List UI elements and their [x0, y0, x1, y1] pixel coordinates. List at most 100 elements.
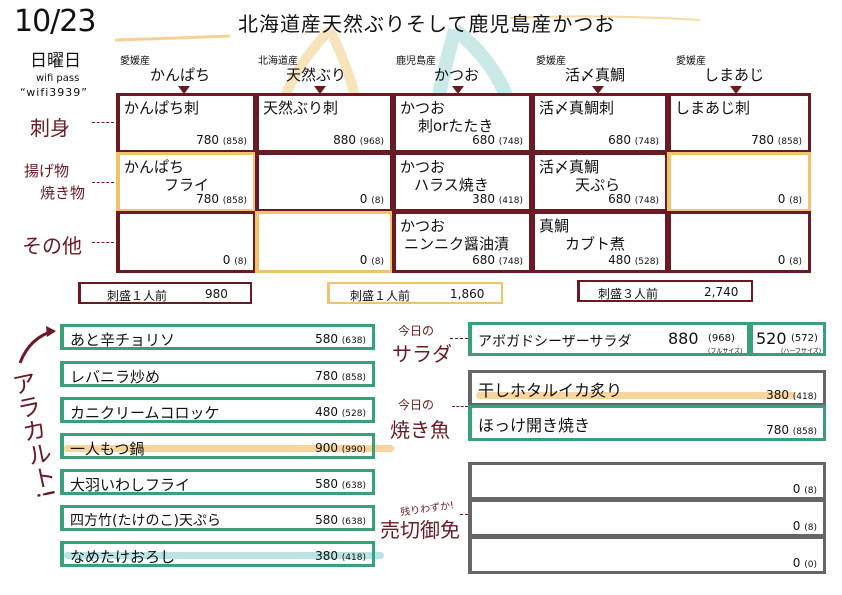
fish-name: かんぱち: [150, 66, 211, 84]
item-name: ほっけ開き焼き: [478, 416, 591, 435]
cell-name: 真鯛: [539, 217, 570, 235]
cell-price: 480 (528): [608, 253, 659, 267]
item-name: 一人もつ鍋: [70, 440, 145, 458]
arrow-icon: [18, 326, 56, 364]
pin-icon: [314, 86, 326, 94]
menu-cell: 0 (8): [255, 211, 393, 273]
menu-cell: 0 (8): [667, 152, 811, 212]
menu-cell: かんぱち刺 780 (858): [116, 93, 256, 153]
row-arrow: [92, 182, 114, 183]
grill-label: 焼き魚: [390, 418, 450, 442]
menu-cell: 0 (8): [116, 211, 256, 273]
alacarte-item: あと辛チョリソ 580 (638): [60, 324, 375, 350]
origin-label: 北海道産: [258, 56, 298, 67]
cell-price: 780 (858): [196, 133, 247, 147]
weekday: 日曜日: [30, 51, 81, 71]
page-title: 北海道産天然ぶりそして鹿児島産かつお: [238, 12, 616, 36]
item-name: カニクリームコロッケ: [70, 404, 220, 422]
fish-name: かつお: [434, 66, 480, 84]
item-name: 干しホタルイカ炙り: [478, 381, 623, 400]
fish-name: 天然ぶり: [286, 66, 347, 84]
cell-name-2: カブト煮: [565, 235, 626, 253]
menu-cell: 0 (8): [667, 211, 811, 273]
item-price: 380 (418): [766, 388, 817, 402]
row-arrow: [450, 338, 468, 339]
soldout-item: 0 (8): [468, 499, 826, 537]
alacarte-item: レバニラ炒め 780 (858): [60, 361, 375, 387]
item-price: 0 (8): [792, 482, 817, 496]
soldout-label: 売切御免: [380, 518, 460, 542]
pin-icon: [178, 86, 190, 94]
pin-icon: [592, 86, 604, 94]
origin-label: 愛媛産: [536, 56, 566, 67]
platter-label: 刺盛３人前: [598, 287, 659, 301]
cell-name: かつお: [400, 158, 446, 176]
platter-1: 刺盛１人前 980: [78, 282, 252, 304]
item-price: 580 (638): [315, 332, 366, 346]
salad-label-small: 今日の: [398, 324, 435, 338]
soldout-item: 0 (0): [468, 536, 826, 574]
cell-name: 天然ぶり刺: [263, 99, 339, 117]
platter-label: 刺盛１人前: [107, 289, 168, 303]
grill-item: 干しホタルイカ炙り 380 (418): [468, 370, 826, 406]
cell-name: かつお: [400, 99, 446, 117]
salad-name: アボガドシーザーサラダ: [478, 334, 632, 350]
row-arrow: [92, 242, 114, 243]
cell-name-2: 天ぷら: [575, 176, 621, 194]
item-name: レバニラ炒め: [70, 368, 161, 386]
pin-icon: [452, 86, 464, 94]
cell-name-2: フライ: [164, 176, 210, 194]
menu-cell: 真鯛 カブト煮 480 (528): [531, 211, 668, 273]
cell-name: かんぱち: [124, 158, 185, 176]
platter-price: 1,860: [450, 287, 485, 301]
menu-cell: 活〆真鯛 天ぷら 680 (748): [531, 152, 668, 212]
cell-price: 780 (858): [751, 133, 802, 147]
pin-icon: [730, 86, 742, 94]
salad-full-price: 880: [668, 329, 699, 348]
menu-cell: 活〆真鯛刺 680 (748): [531, 93, 668, 153]
wifi-password: “wifi3939”: [20, 86, 88, 99]
brush-decoration: [64, 445, 394, 452]
cell-price: 680 (748): [472, 133, 523, 147]
origin-label: 愛媛産: [676, 56, 706, 67]
cell-price: 0 (8): [777, 253, 802, 267]
item-price: 0 (8): [792, 519, 817, 533]
platter-2: 刺盛１人前 1,860: [327, 282, 503, 304]
row-arrow: [92, 122, 114, 123]
salad-half-price: 520: [756, 329, 787, 348]
item-price: 380 (418): [315, 549, 366, 563]
cell-name: かんぱち刺: [124, 99, 200, 117]
soldout-item: 0 (8): [468, 462, 826, 500]
alacarte-item: 一人もつ鍋 900 (990): [60, 433, 375, 459]
salad-full: アボガドシーザーサラダ 880 (968) (フルサイズ): [468, 322, 750, 356]
cell-name-2: 刺orたたき: [418, 117, 494, 135]
item-price: 580 (638): [315, 513, 366, 527]
platter-price: 2,740: [704, 285, 739, 299]
salad-half-tax: (572): [791, 333, 818, 344]
cell-price: 680 (748): [608, 192, 659, 206]
menu-cell: しまあじ刺 780 (858): [667, 93, 811, 153]
salad-full-note: (フルサイズ): [708, 348, 743, 355]
menu-cell: 0 (8): [255, 152, 393, 212]
item-price: 480 (528): [315, 405, 366, 419]
menu-cell: かつお ニンニク醤油漬 680 (748): [392, 211, 532, 273]
cell-name: 活〆真鯛: [539, 158, 600, 176]
origin-label: 愛媛産: [120, 56, 150, 67]
cell-price: 680 (748): [472, 253, 523, 267]
cell-name: 活〆真鯛刺: [539, 99, 615, 117]
item-name: なめたけおろし: [70, 548, 176, 566]
salad-label: サラダ: [392, 342, 452, 366]
alacarte-item: 大羽いわしフライ 580 (638): [60, 469, 375, 495]
brush-decoration: [476, 392, 796, 399]
row-label-fried: 揚げ物: [24, 162, 70, 180]
salad-full-tax: (968): [708, 333, 735, 344]
grill-item: ほっけ開き焼き 780 (858): [468, 405, 826, 441]
cell-price: 0 (8): [777, 192, 802, 206]
platter-price: 980: [205, 287, 228, 301]
item-name: 四方竹(たけのこ)天ぷら: [70, 513, 221, 529]
salad-half-note: (ハーフサイズ): [781, 348, 822, 355]
cell-name: かつお: [400, 217, 446, 235]
alacarte-item: 四方竹(たけのこ)天ぷら 580 (638): [60, 505, 375, 531]
wifi-label: wifi pass: [36, 73, 80, 84]
cell-price: 0 (8): [359, 253, 384, 267]
